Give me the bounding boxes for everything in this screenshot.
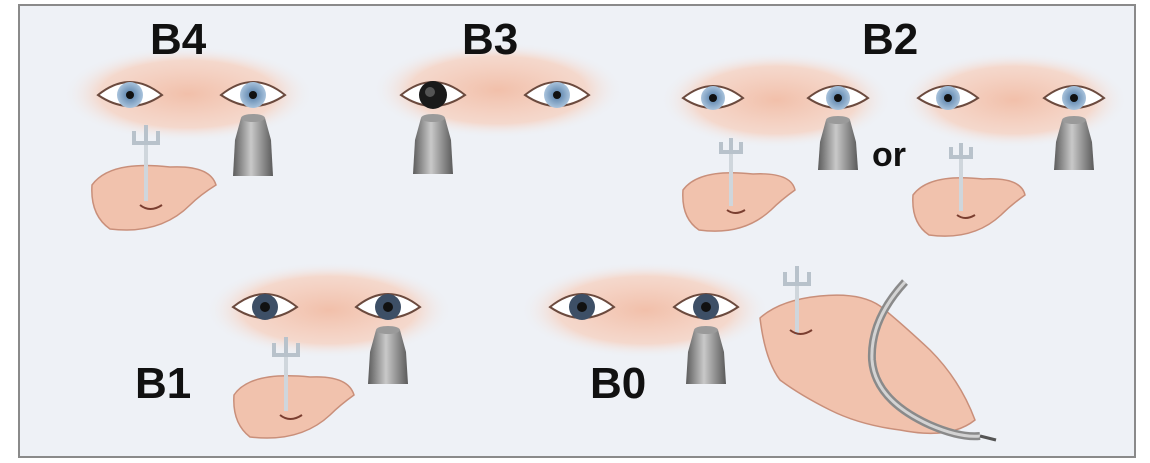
panel-b0	[520, 262, 996, 440]
label-b3: B3	[462, 18, 518, 62]
label-b4: B4	[150, 18, 206, 62]
label-b1: B1	[135, 362, 191, 406]
mouth-with-swab	[683, 138, 795, 231]
head-profile-with-tube	[760, 266, 996, 440]
label-b0: B0	[590, 362, 646, 406]
panel-b1	[205, 262, 453, 438]
panel-b4	[62, 46, 314, 230]
label-b2: B2	[862, 18, 918, 62]
mouth-with-swab-alt	[913, 143, 1025, 236]
or-connector: or	[872, 138, 906, 172]
